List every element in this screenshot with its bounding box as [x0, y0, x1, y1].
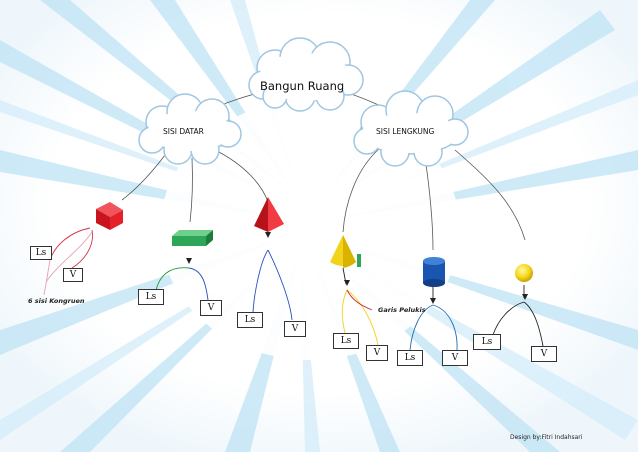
credit-text: Design by:Fitri Indahsari [510, 434, 583, 441]
sphere-ls-box: Ls [473, 334, 501, 350]
branch-label-sisi-lengkung: SISI LENGKUNG [376, 127, 435, 136]
sphere-connectors [492, 285, 544, 347]
cuboid-v-box: V [200, 300, 222, 316]
cylinder-v-box: V [442, 350, 468, 366]
cuboid-ls-box: Ls [138, 289, 164, 305]
cone-icon [330, 235, 361, 268]
cuboid-icon [172, 230, 213, 246]
cube-connectors [43, 227, 93, 296]
cone-ls-box: Ls [333, 333, 359, 349]
sphere-icon [515, 264, 533, 282]
sphere-v-box: V [531, 346, 557, 362]
cube-icon [96, 202, 123, 230]
branch-label-sisi-datar: SISI DATAR [163, 127, 204, 136]
root-label: Bangun Ruang [260, 79, 345, 93]
cube-v-box: V [63, 268, 83, 282]
cone-note: Garis Pelukis [378, 306, 426, 314]
cube-note: 6 sisi Kongruen [28, 297, 85, 305]
cone-connectors [341, 267, 379, 346]
cylinder-icon [423, 257, 445, 287]
pyramid-ls-box: Ls [237, 312, 263, 328]
cube-ls-box: Ls [30, 246, 52, 260]
pyramid-v-box: V [284, 321, 306, 337]
cone-v-box: V [366, 345, 388, 361]
cuboid-connectors [155, 267, 209, 301]
pyramid-icon [254, 197, 284, 232]
cylinder-ls-box: Ls [397, 350, 423, 366]
